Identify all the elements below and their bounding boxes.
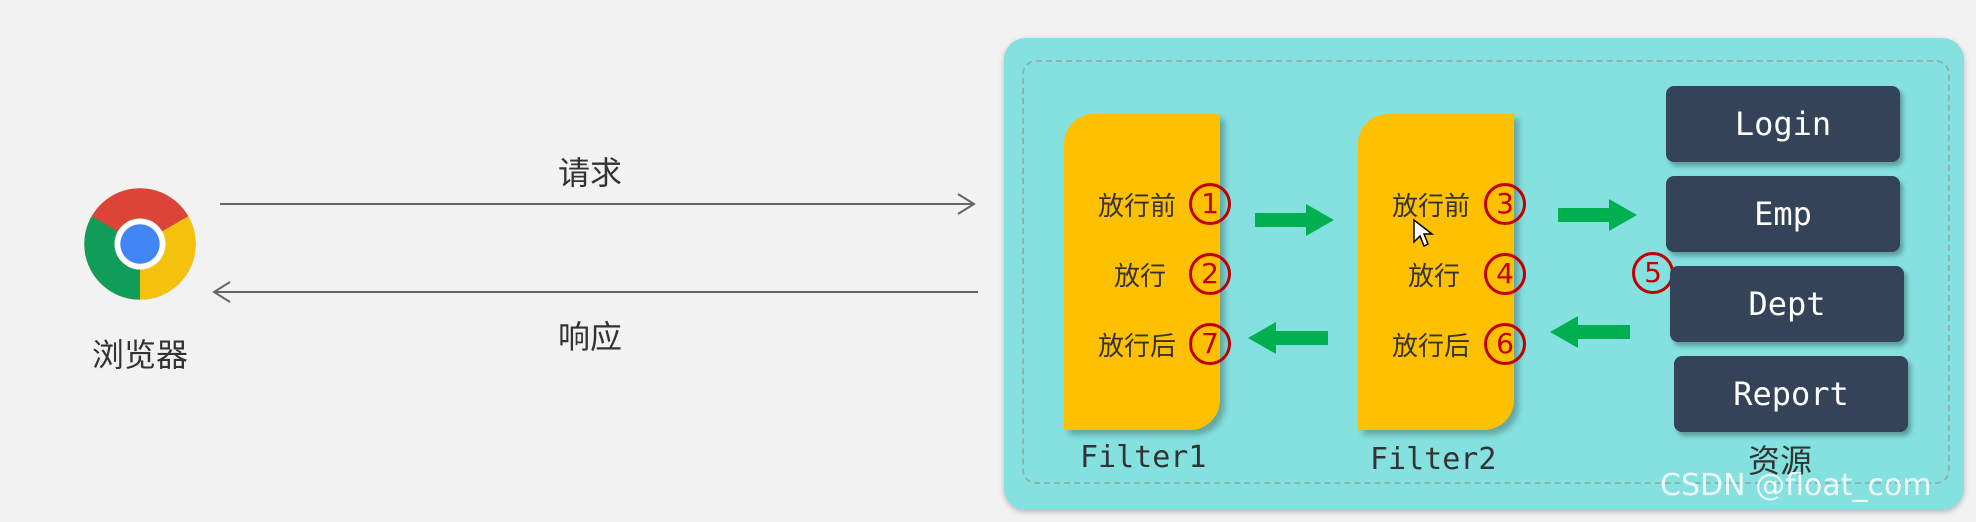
- mouse-cursor-icon: [1413, 218, 1434, 248]
- step-number-7: 7: [1189, 323, 1231, 365]
- request-response-arrows: [212, 193, 978, 303]
- filter2-step-before: 放行前: [1392, 192, 1471, 222]
- step-number-3: 3: [1484, 183, 1526, 225]
- filter2-label: Filter2: [1370, 442, 1497, 477]
- step-number-2: 2: [1189, 253, 1231, 295]
- chrome-icon: [84, 188, 196, 300]
- filter1-step-after: 放行后: [1098, 332, 1177, 362]
- resource-dept: Dept: [1670, 266, 1904, 342]
- filter2-step-after: 放行后: [1392, 332, 1471, 362]
- green-arrow-right-2: [1558, 199, 1637, 231]
- response-label: 响应: [557, 318, 622, 356]
- green-arrow-left-2: [1550, 316, 1630, 348]
- browser-label: 浏览器: [91, 336, 188, 374]
- step-number-4: 4: [1484, 253, 1526, 295]
- filter1-step-before: 放行前: [1098, 192, 1177, 222]
- request-label: 请求: [557, 154, 622, 192]
- filter2-step-pass: 放行: [1408, 262, 1461, 292]
- watermark: CSDN @float_com: [1660, 468, 1932, 503]
- resource-report: Report: [1674, 356, 1908, 432]
- filter1-label: Filter1: [1080, 440, 1207, 475]
- server-dashed-border: [1022, 60, 1950, 484]
- green-arrow-left-1: [1248, 322, 1328, 354]
- resources-label: 资源: [1748, 442, 1813, 480]
- green-arrow-right-1: [1255, 204, 1334, 236]
- step-number-1: 1: [1189, 183, 1231, 225]
- resource-login: Login: [1666, 86, 1900, 162]
- step-number-5: 5: [1632, 252, 1674, 294]
- resource-emp: Emp: [1666, 176, 1900, 252]
- step-number-6: 6: [1484, 323, 1526, 365]
- filter1-step-pass: 放行: [1114, 262, 1167, 292]
